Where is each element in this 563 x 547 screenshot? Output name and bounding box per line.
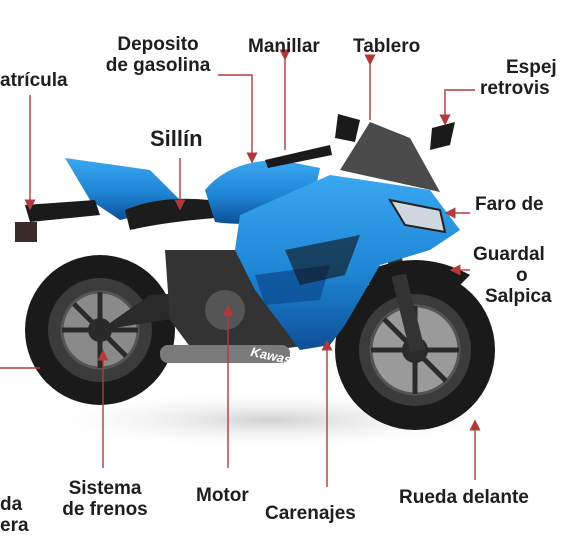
handlebar (265, 145, 332, 168)
mirror (335, 114, 360, 142)
label-sistema-frenos: Sistema de frenos (45, 478, 165, 520)
label-motor: Motor (196, 485, 249, 506)
label-rueda-delantera: Rueda delante (399, 487, 529, 508)
license-plate-holder (25, 200, 100, 222)
rear-light (15, 222, 37, 242)
label-espejo: Espej retrovis (480, 57, 563, 99)
label-sillin: Sillín (150, 126, 203, 151)
exhaust (160, 345, 290, 363)
label-rueda-trasera-line1: da (0, 494, 23, 515)
label-sistema-line2: de frenos (62, 499, 148, 520)
label-manillar: Manillar (248, 36, 320, 57)
label-sistema-line1: Sistema (68, 478, 142, 499)
seat (125, 198, 215, 230)
label-rueda-trasera: da era (0, 494, 29, 536)
label-espejo-line2: retrovis (480, 78, 550, 99)
label-faro: Faro de (475, 194, 544, 215)
label-deposito-line2: de gasolina (105, 55, 211, 76)
windscreen (340, 122, 440, 192)
headlight (387, 198, 447, 234)
label-guarda-line1: Guardal (473, 244, 545, 265)
label-tablero: Tablero (353, 36, 421, 57)
label-matricula: atrícula (0, 70, 68, 91)
callout-lines (0, 49, 481, 487)
label-deposito-line1: Deposito (117, 34, 199, 55)
front-fender (360, 260, 470, 285)
label-carenajes: Carenajes (265, 503, 356, 524)
label-deposito: Deposito de gasolina (88, 34, 228, 76)
label-guarda-line3: Salpica (485, 286, 552, 307)
label-guarda-line2: o (516, 265, 528, 286)
label-espejo-line1: Espej (506, 57, 557, 78)
label-guardabarros: Guardal o Salpica (473, 244, 563, 307)
label-rueda-trasera-line2: era (0, 515, 29, 536)
